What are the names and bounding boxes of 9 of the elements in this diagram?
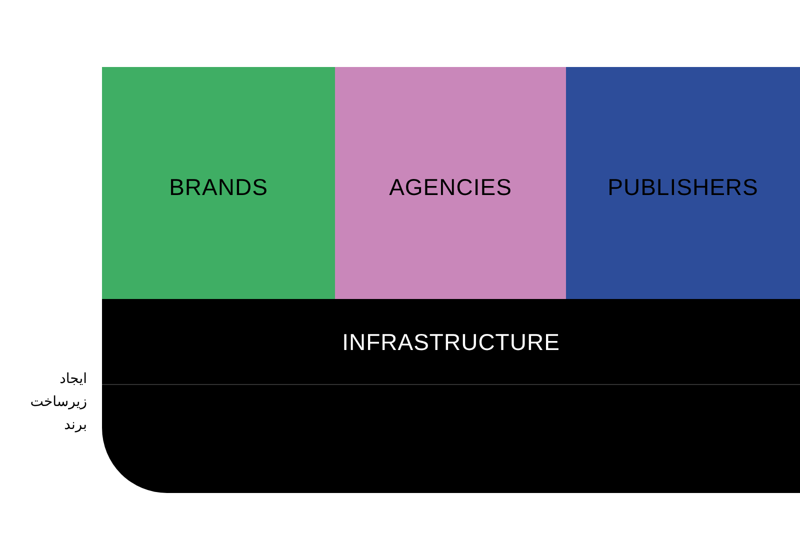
block-label: INFRASTRUCTURE: [342, 329, 560, 356]
block-label: BRANDS: [169, 174, 268, 201]
block: [566, 67, 800, 299]
side-note: ایجاد زیرساخت برند: [29, 370, 87, 435]
block: [102, 67, 335, 299]
block: [102, 299, 800, 493]
block: [335, 67, 566, 299]
block-label: PUBLISHERS: [608, 174, 758, 201]
block-label: AGENCIES: [389, 174, 512, 201]
